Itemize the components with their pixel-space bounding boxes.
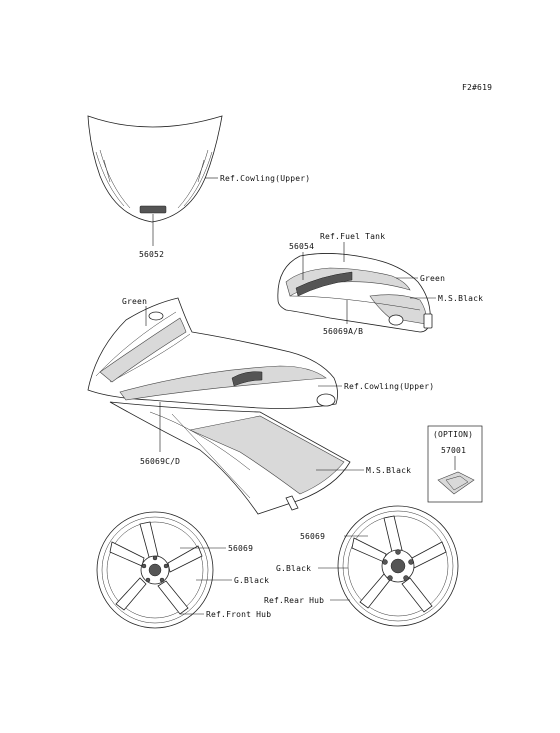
front-g-black-label: G.Black <box>234 576 269 585</box>
cowling-decal-assembly: Green Ref.Cowling(Upper) 56069C/D M.S.Bl… <box>87 297 434 515</box>
ref-rear-hub-label: Ref.Rear Hub <box>264 596 324 605</box>
windshield-outline <box>87 115 223 223</box>
option-box: (OPTION) 57001 <box>427 425 483 503</box>
part-number-56054: 56054 <box>289 242 314 251</box>
kawasaki-decal <box>295 271 353 297</box>
cowling-green-stripe <box>99 317 187 383</box>
windshield-decal <box>139 205 167 214</box>
ninja-decal <box>231 371 263 387</box>
front-wheel-spokes <box>109 521 203 615</box>
part-number-56052: 56052 <box>139 250 164 259</box>
cowling-ms-black-label: M.S.Black <box>366 466 411 475</box>
ref-fuel-tank-label: Ref.Fuel Tank <box>320 232 385 241</box>
cowling-green-label: Green <box>122 297 147 306</box>
figure-code: F2#619 <box>462 83 492 92</box>
rear-wheel-assembly: 56069 G.Black Ref.Rear Hub <box>264 505 459 627</box>
part-number-56069cd: 56069C/D <box>140 457 180 466</box>
front-part-number-56069: 56069 <box>228 544 253 553</box>
tank-green-label: Green <box>420 274 445 283</box>
part-number-56069ab: 56069A/B <box>323 327 363 336</box>
cowling-side-stripe <box>119 365 327 401</box>
windshield-decal-assembly: 56052 Ref.Cowling(Upper) <box>87 115 310 259</box>
fuel-tank-decal-assembly: Ref.Fuel Tank 56054 Green M.S.Black 5606… <box>277 232 483 336</box>
lower-cowling-ms-black <box>189 415 345 495</box>
option-decal-sheet <box>437 471 475 495</box>
rear-wheel-spokes <box>351 515 447 613</box>
fuel-tank-ms-black-area <box>369 294 427 325</box>
front-wheel-assembly: 56069 G.Black Ref.Front Hub <box>96 511 271 629</box>
rear-g-black-label: G.Black <box>276 564 311 573</box>
ref-front-hub-label: Ref.Front Hub <box>206 610 271 619</box>
ref-cowling-upper-label: Ref.Cowling(Upper) <box>220 174 310 183</box>
option-title: (OPTION) <box>433 430 473 439</box>
part-number-57001: 57001 <box>441 446 466 455</box>
tank-ms-black-label: M.S.Black <box>438 294 483 303</box>
cowling-ref-upper-label: Ref.Cowling(Upper) <box>344 382 434 391</box>
rear-part-number-56069: 56069 <box>300 532 325 541</box>
